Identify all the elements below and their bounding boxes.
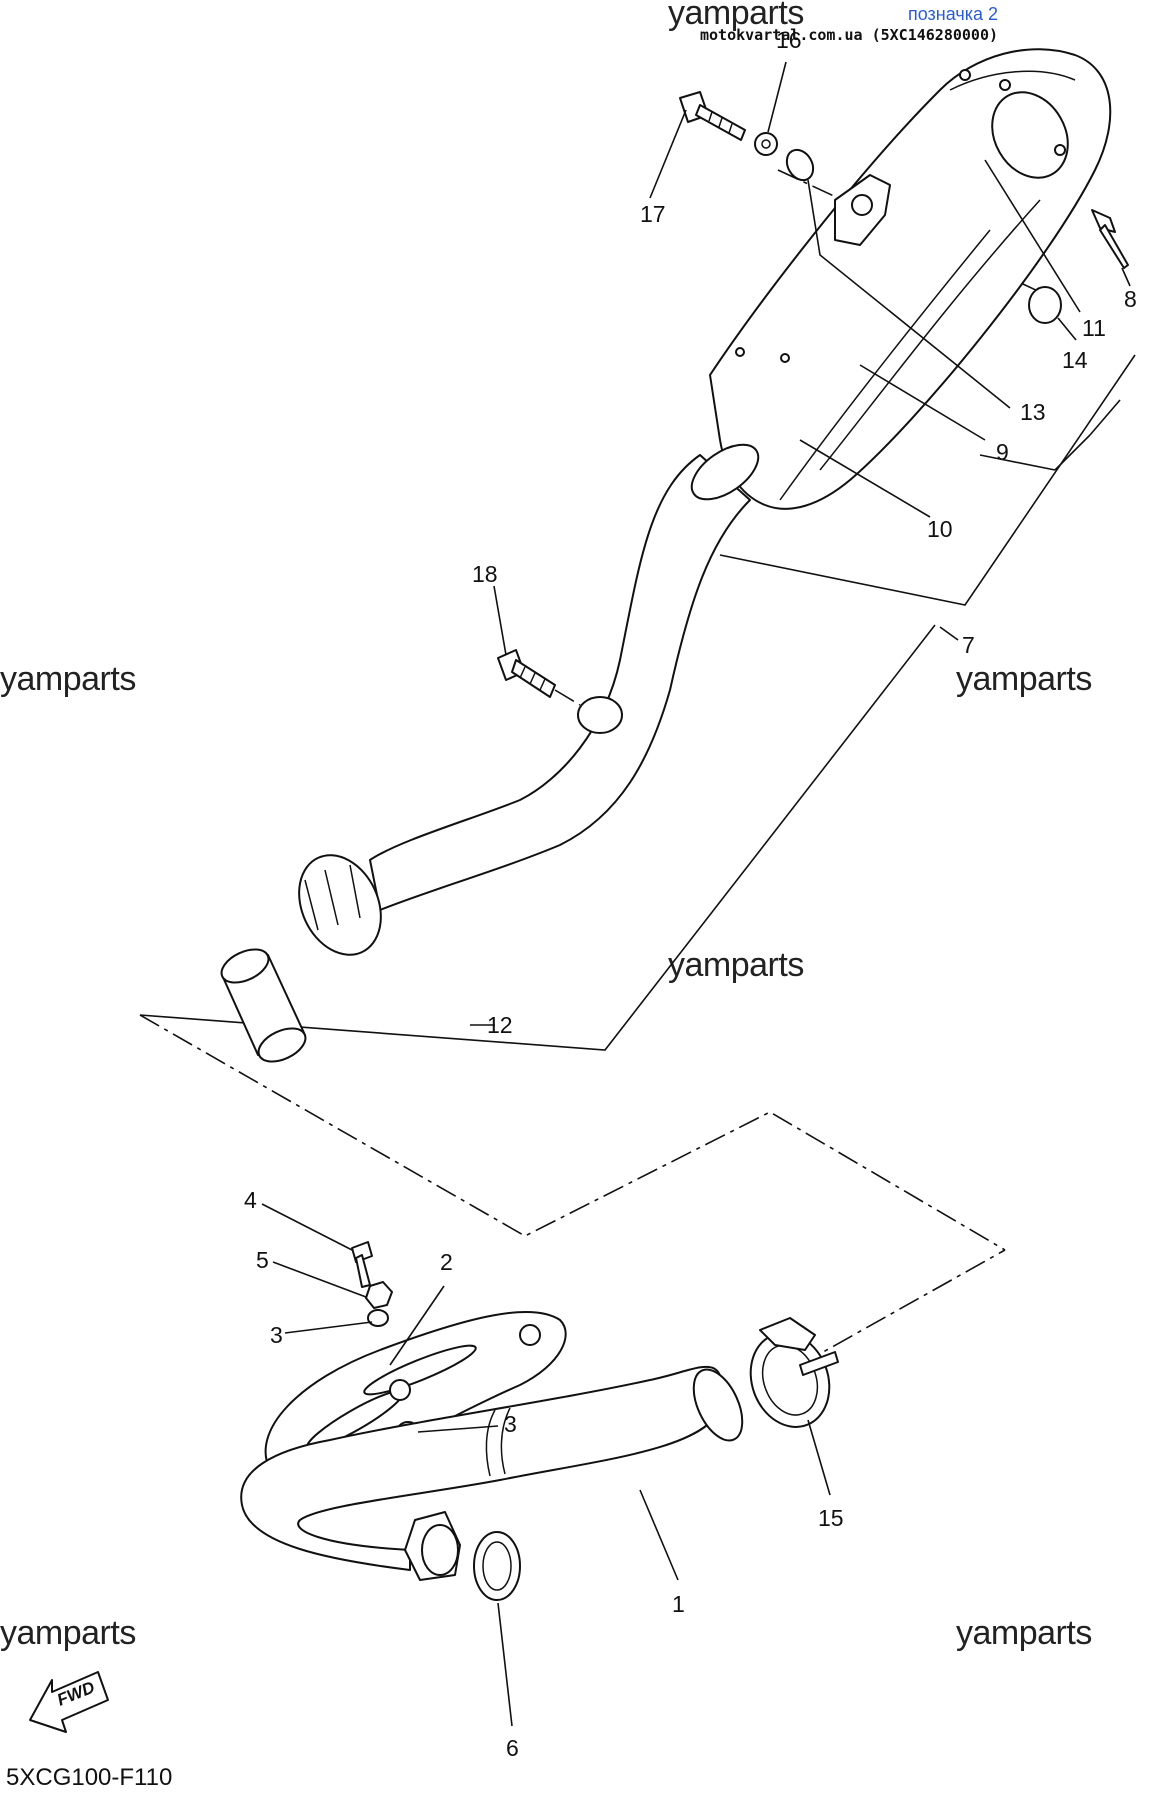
nut-5 (365, 1281, 393, 1309)
callout-2: 2 (440, 1249, 453, 1275)
leader-1 (639, 1489, 679, 1581)
muffler-front-pipe (369, 443, 760, 911)
leader-16 (767, 61, 787, 133)
pipe-slotted-end (298, 854, 382, 956)
clamp-15 (749, 1317, 839, 1428)
callout-3-lower: 3 (504, 1411, 517, 1437)
leader-18 (493, 585, 507, 656)
callout-1: 1 (672, 1591, 685, 1617)
watermark-center: yamparts (668, 946, 804, 984)
assembly-line-bolt-18 (554, 689, 581, 706)
collar (785, 148, 815, 182)
bolt-4 (351, 1241, 373, 1288)
washer-16 (754, 132, 778, 156)
callout-18: 18 (472, 561, 498, 587)
leader-17 (649, 109, 687, 199)
callout-13: 13 (1020, 399, 1046, 425)
callout-14: 14 (1062, 347, 1088, 373)
bracket-lead-13 (1089, 399, 1121, 436)
muffler (709, 48, 1112, 510)
callout-15: 15 (818, 1505, 844, 1531)
bracket-7 (719, 354, 1136, 606)
watermark-right-bottom: yamparts (956, 1614, 1092, 1652)
watermark-top: yamparts (668, 0, 804, 32)
leader-5 (272, 1261, 367, 1298)
callout-11: 11 (1082, 315, 1106, 341)
bracket-lead-9 (979, 454, 1056, 471)
leader-11 (984, 159, 1081, 313)
callout-8: 8 (1124, 286, 1137, 312)
callout-4: 4 (244, 1187, 257, 1213)
callout-12: 12 (487, 1012, 513, 1038)
fwd-arrow-icon: FWD (29, 1671, 109, 1733)
leader-9 (859, 364, 986, 441)
gasket-12 (220, 948, 307, 1063)
leader-15 (807, 1419, 831, 1496)
bolt-17 (679, 91, 746, 141)
tag-label: позначка 2 (907, 4, 998, 24)
watermark-left-mid: yamparts (0, 660, 136, 698)
exhaust-header-1 (240, 1365, 744, 1581)
callout-10: 10 (927, 516, 953, 542)
leader-3b (417, 1425, 499, 1433)
washer-3-upper (367, 1309, 389, 1327)
assembly-line-clamp (799, 1249, 1006, 1366)
leader-4 (261, 1203, 353, 1251)
callout-6: 6 (506, 1735, 519, 1761)
source-label: motokvartal.com.ua (5XC146280000) (699, 26, 998, 44)
screw-8 (1091, 209, 1116, 233)
bracket-lead-10 (1054, 434, 1091, 471)
leader-10 (799, 439, 931, 518)
leader-2 (389, 1285, 445, 1366)
callout-17: 17 (640, 201, 666, 227)
watermark-left-bottom: yamparts (0, 1614, 136, 1652)
leader-14 (1057, 317, 1077, 341)
leader-7 (939, 626, 959, 641)
callout-9: 9 (996, 439, 1009, 465)
callout-16: 16 (776, 27, 802, 53)
watermark-right-mid: yamparts (956, 660, 1092, 698)
leader-13 (807, 179, 1011, 409)
leader-6 (497, 1602, 513, 1727)
diagram-code: 5XCG100-F110 (6, 1764, 173, 1791)
callout-7: 7 (962, 632, 975, 658)
callout-5: 5 (256, 1247, 269, 1273)
leader-8 (1121, 267, 1131, 287)
damper-14 (1028, 286, 1062, 324)
gasket-6 (473, 1531, 521, 1601)
assembly-line-upper (139, 1014, 1006, 1251)
callout-3-upper: 3 (270, 1322, 283, 1348)
leader-3a (284, 1321, 373, 1334)
bolt-18 (497, 649, 556, 698)
